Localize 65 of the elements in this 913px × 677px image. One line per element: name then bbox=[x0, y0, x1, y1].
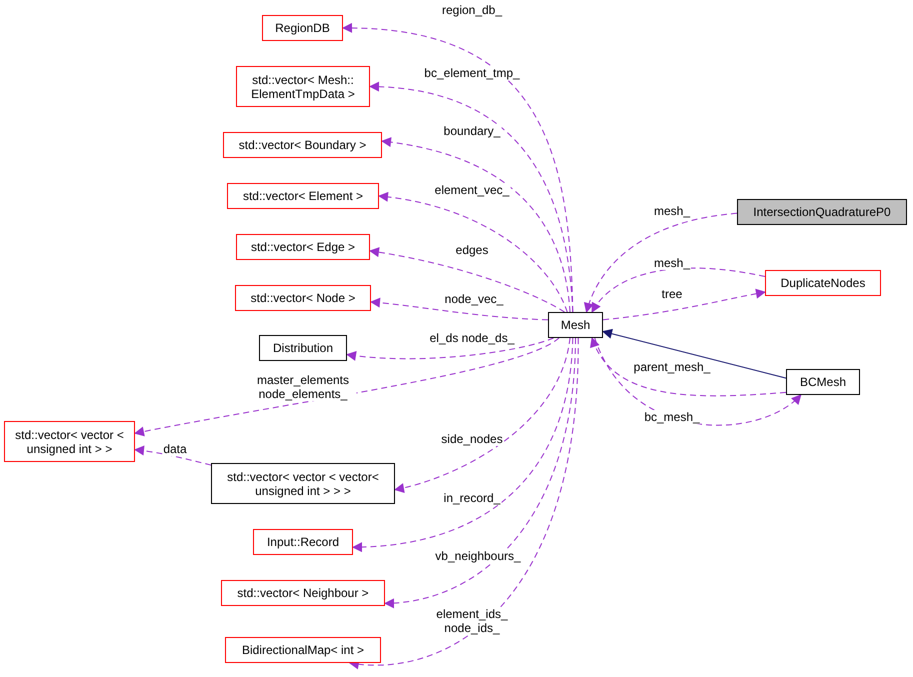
edge-label: side_nodes bbox=[440, 432, 504, 446]
arrow bbox=[370, 298, 548, 320]
class-name: IntersectionQuadratureP0 bbox=[753, 205, 891, 219]
class-name: std::vector< Element > bbox=[242, 189, 364, 203]
class-name: std::vector< Boundary > bbox=[238, 138, 366, 152]
class-name: Distribution bbox=[272, 341, 334, 355]
class-box bbox=[227, 183, 379, 209]
class-box bbox=[211, 463, 395, 504]
edge-label: region_db_ bbox=[440, 3, 504, 17]
edge-label: edges bbox=[454, 243, 490, 257]
arrow bbox=[394, 338, 570, 493]
class-box bbox=[236, 234, 370, 260]
arrow bbox=[348, 338, 579, 669]
edge-label: data bbox=[162, 442, 188, 456]
arrow bbox=[602, 288, 766, 320]
class-box bbox=[225, 637, 381, 663]
class-box bbox=[737, 199, 907, 225]
class-name: std::vector< Node > bbox=[250, 291, 356, 305]
arrow bbox=[134, 338, 560, 436]
edge-label: tree bbox=[660, 287, 684, 301]
arrow bbox=[352, 338, 574, 552]
class-box bbox=[236, 66, 370, 107]
class-box bbox=[548, 312, 603, 338]
arrow bbox=[134, 446, 212, 466]
arrow bbox=[346, 338, 554, 361]
arrow bbox=[602, 328, 786, 379]
class-name: std::vector< Edge > bbox=[250, 240, 356, 254]
class-name: std::vector< Mesh:: ElementTmpData > bbox=[250, 72, 356, 100]
arrow bbox=[591, 268, 766, 313]
class-name: RegionDB bbox=[275, 21, 330, 35]
class-name: Input::Record bbox=[266, 535, 340, 549]
class-name: BidirectionalMap< int > bbox=[242, 643, 364, 657]
arrow bbox=[369, 247, 565, 312]
arrow bbox=[591, 337, 786, 396]
class-box bbox=[259, 335, 347, 361]
class-box bbox=[221, 580, 385, 606]
arrow bbox=[384, 338, 576, 608]
class-box bbox=[253, 529, 353, 555]
class-name: std::vector< Neighbour > bbox=[237, 586, 369, 600]
arrow bbox=[378, 192, 568, 312]
edge-label: element_vec_ bbox=[434, 183, 510, 197]
arrow bbox=[381, 138, 570, 312]
edge-label: parent_mesh_ bbox=[632, 360, 712, 374]
edge-label: mesh_ bbox=[652, 204, 692, 218]
edge-label: vb_neighbours_ bbox=[434, 549, 522, 563]
class-box bbox=[4, 421, 135, 462]
edge-label: mesh_ bbox=[652, 256, 692, 270]
class-box bbox=[786, 369, 860, 395]
edge-label: bc_element_tmp_ bbox=[423, 66, 521, 80]
edge-label: boundary_ bbox=[442, 124, 502, 138]
class-box bbox=[262, 15, 343, 41]
class-box bbox=[765, 270, 881, 296]
edge-label: in_record_ bbox=[442, 491, 502, 505]
edge-label: el_ds node_ds_ bbox=[428, 331, 516, 345]
arrow bbox=[584, 212, 738, 313]
class-name: BCMesh bbox=[800, 375, 846, 389]
edge-label: bc_mesh_ bbox=[643, 410, 701, 424]
class-name: DuplicateNodes bbox=[780, 276, 866, 290]
class-box bbox=[223, 132, 382, 158]
class-name: Mesh bbox=[560, 318, 590, 332]
class-name: std::vector< vector < vector< unsigned int > > > bbox=[226, 470, 380, 498]
class-box bbox=[235, 285, 371, 311]
edge-label: node_vec_ bbox=[444, 292, 504, 306]
class-name: std::vector< vector < unsigned int > > bbox=[14, 428, 125, 456]
arrow bbox=[369, 82, 574, 312]
